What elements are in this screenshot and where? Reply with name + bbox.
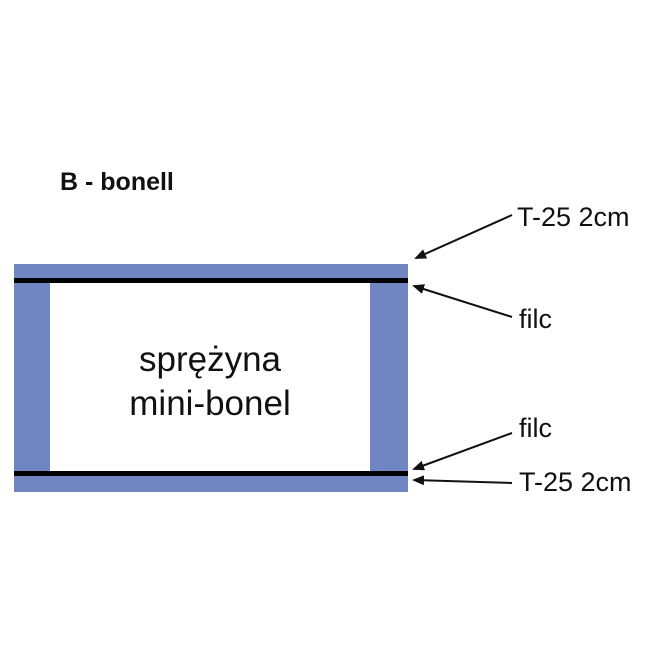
bottom-inner-callout-label: filc: [519, 413, 552, 443]
left-side-foam: [14, 280, 50, 476]
bottom-outer-callout-label: T-25 2cm: [519, 467, 632, 497]
bottom-outer-arrow: [412, 475, 513, 486]
top-foam-layer: [14, 264, 408, 280]
diagram-title: B - bonell: [60, 168, 174, 196]
bottom-foam-layer: [14, 476, 408, 492]
bottom-inner-arrow: [412, 432, 513, 471]
spring-core-label: sprężyna mini-bonel: [50, 338, 370, 426]
spring-core-label-line1: sprężyna: [138, 340, 282, 379]
top-felt-line: [14, 278, 408, 283]
top-outer-callout-label: T-25 2cm: [517, 202, 630, 232]
spring-core-label-line2: mini-bonel: [129, 384, 291, 423]
top-inner-arrow: [412, 284, 513, 318]
top-inner-callout-label: filc: [519, 304, 552, 334]
right-side-foam: [370, 280, 408, 476]
bottom-felt-line: [14, 471, 408, 476]
spring-core: [50, 282, 370, 472]
top-outer-arrow: [414, 214, 513, 259]
